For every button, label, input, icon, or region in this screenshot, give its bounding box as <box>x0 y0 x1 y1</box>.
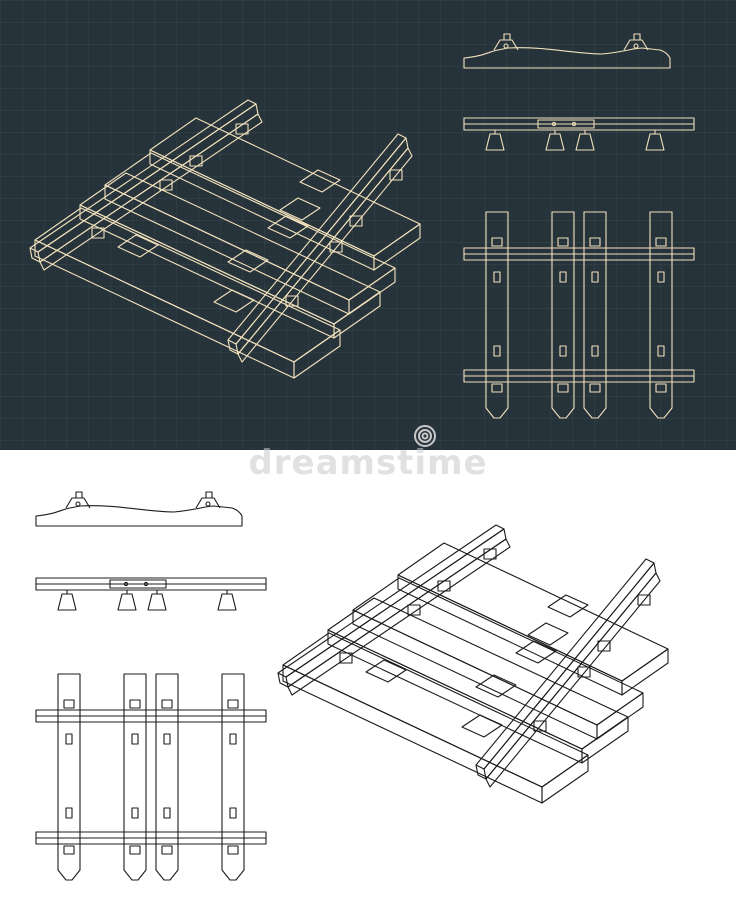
dreamstime-swirl-icon <box>414 425 436 447</box>
isometric-view-light <box>277 524 669 804</box>
top-view-light <box>35 673 267 881</box>
blueprint-panel <box>0 0 736 450</box>
side-view-light <box>35 491 243 527</box>
watermark-text: dreamstime <box>248 443 488 483</box>
front-view-light <box>35 577 267 611</box>
paper-panel <box>35 491 669 881</box>
